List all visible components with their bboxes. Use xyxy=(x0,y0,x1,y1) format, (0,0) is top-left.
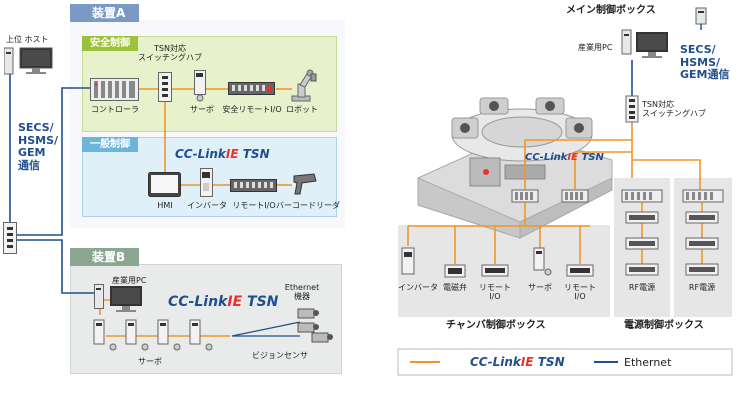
device-a-tab: 装置A xyxy=(70,4,140,22)
vision-sensor-label: ビジョンセンサ xyxy=(252,351,308,360)
safety-remote-io-label: 安全リモートI/O xyxy=(222,105,282,114)
secs-label-left: SECS/ HSMS/ GEM 通信 xyxy=(18,121,59,172)
chamber-box-title: チャンバ制御ボックス xyxy=(446,320,546,331)
inverter-label-a: インバータ xyxy=(187,201,227,210)
solenoid-valve-label: 電磁弁 xyxy=(443,283,467,292)
vision-sensor-icons xyxy=(297,308,333,343)
servo-icon-a xyxy=(194,70,206,102)
barcode-reader-label: バーコードリーダ xyxy=(276,201,340,210)
industrial-pc-label-right: 産業用PC xyxy=(578,43,613,52)
host-label: 上位 ホスト xyxy=(6,35,49,44)
inverter-label-right: インバータ xyxy=(398,283,438,292)
left-hub-icon xyxy=(3,222,17,254)
hmi-label: HMI xyxy=(157,201,173,210)
robot-icon xyxy=(291,69,317,102)
device-b-tab: 装置B xyxy=(70,248,140,266)
remote-io-icon-a xyxy=(230,179,277,192)
remote-io-label-a: リモートI/O xyxy=(232,201,276,210)
servo-label-right: サーボ xyxy=(528,283,552,292)
safety-remote-io-icon xyxy=(228,82,275,95)
barcode-reader-icon xyxy=(293,173,317,195)
cclink-logo-b: CC-LinkIE TSN xyxy=(168,294,279,310)
legend-ethernet-label: Ethernet xyxy=(624,356,672,369)
rf-power-label-2: RF電源 xyxy=(688,283,716,292)
host-pc-icon xyxy=(4,47,53,75)
cclink-logo-a: CC-LinkIE TSN xyxy=(175,147,270,161)
hmi-icon xyxy=(148,172,181,197)
rf-power-label-1: RF電源 xyxy=(628,283,656,292)
legend-cclink-label: CC-LinkIE TSN xyxy=(470,355,565,369)
industrial-pc-label-b: 産業用PC xyxy=(112,276,147,285)
safety-control-tab: 安全制御 xyxy=(82,36,138,51)
remote-io-label-right-2: リモート I/O xyxy=(564,283,596,301)
power-box-title: 電源制御ボックス xyxy=(624,320,704,331)
tsn-switch-label-right: TSN対応 スイッチングハブ xyxy=(642,100,706,119)
secs-label-right: SECS/ HSMS/ GEM通信 xyxy=(680,43,730,82)
servo-drives-b xyxy=(93,319,213,351)
general-control-tab: 一般制御 xyxy=(82,137,138,152)
servo-label-b: サーボ xyxy=(138,357,162,366)
inverter-icon-a xyxy=(200,168,213,197)
tsn-switch-label-a: TSN対応 スイッチングハブ xyxy=(138,44,202,63)
main-box-title: メイン制御ボックス xyxy=(566,5,656,16)
ethernet-device-label: Ethernet 機器 xyxy=(284,283,320,302)
robot-label: ロボット xyxy=(286,105,318,114)
controller-label: コントローラ xyxy=(91,105,139,114)
tsn-switch-icon-a xyxy=(158,72,172,102)
industrial-pc-icon-b xyxy=(94,284,142,312)
controller-icon xyxy=(90,78,139,101)
servo-label-a: サーボ xyxy=(190,105,214,114)
cclink-logo-right: CC-LinkIE TSN xyxy=(525,152,604,163)
device-b-area xyxy=(70,264,342,374)
remote-io-label-right-1: リモート I/O xyxy=(479,283,511,301)
